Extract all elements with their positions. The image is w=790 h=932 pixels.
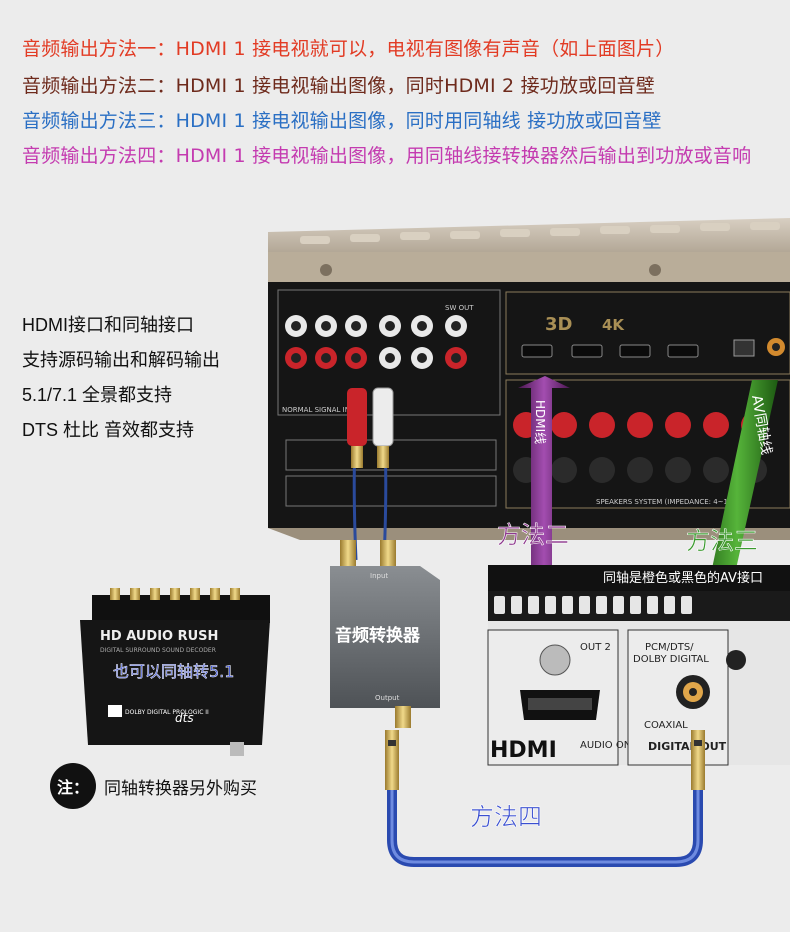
dts-logo: dts (175, 711, 194, 725)
dolby-label: DOLBY DIGITAL (633, 654, 709, 665)
method-2-text: 音频输出方法二：HDMI 1 接电视输出图像，同时HDMI 2 接功放或回音壁 (22, 75, 655, 97)
method-3-text: 音频输出方法三：HDMI 1 接电视输出图像，同时用同轴线 接功放或回音壁 (22, 110, 662, 132)
feature-item: 5.1/7.1 全景都支持 (22, 385, 173, 405)
surround-decoder: HD AUDIO RUSH DIGITAL SURROUND SOUND DEC… (80, 588, 270, 756)
4k-label: 4K (602, 316, 625, 334)
feature-item: HDMI接口和同轴接口 (22, 315, 194, 335)
method-1-text: 音频输出方法一：HDMI 1 接电视就可以，电视有图像有声音（如上面图片） (22, 38, 675, 60)
digital-out-label: DIGITAL OUT (648, 740, 727, 753)
purchase-note: 注： 同轴转换器另外购买 (50, 763, 257, 809)
feature-list: HDMI接口和同轴接口 支持源码输出和解码输出 5.1/7.1 全景都支持 DT… (22, 308, 220, 448)
method-4-text: 音频输出方法四：HDMI 1 接电视输出图像，用同轴线接转换器然后输出到功放或音… (22, 145, 752, 167)
3d-label: 3D (545, 314, 572, 335)
svg-text:NORMAL SIGNAL IN: NORMAL SIGNAL IN (282, 406, 350, 414)
audio-converter: Input 音频转换器 Output (330, 540, 440, 728)
decoder-subtitle: DIGITAL SURROUND SOUND DECODER (100, 647, 216, 654)
rca-cable (347, 387, 394, 561)
output-label: Output (375, 694, 400, 702)
method-2-label: 方法二 (497, 521, 569, 549)
coax-note: 同轴是橙色或黑色的AV接口 (603, 570, 763, 586)
method-3-label: 方法三 (686, 527, 758, 555)
feature-item: 支持源码输出和解码输出 (22, 350, 220, 370)
hdmi-logo: HDMI (490, 738, 557, 763)
coax-cable (385, 730, 705, 867)
note-text: 同轴转换器另外购买 (104, 778, 257, 798)
av-receiver: SW OUT NORMAL SIGNAL IN 3D 4K SPEAKERS S… (268, 218, 790, 540)
method-4-label: 方法四 (470, 803, 542, 831)
coaxial-label: COAXIAL (644, 720, 688, 731)
audio-only-label: AUDIO ONLY (580, 740, 642, 751)
note-badge: 注： (50, 763, 96, 809)
hdmi-cable-label: HDMI线 (533, 400, 547, 444)
pcm-label: PCM/DTS/ (645, 642, 694, 653)
speakers-label: SPEAKERS SYSTEM (IMPEDANCE: 4~16Ω) (596, 498, 741, 506)
out2-label: OUT 2 (580, 642, 611, 653)
decoder-overlay: 也可以同轴转5.1 (113, 662, 234, 681)
player-panel: 同轴是橙色或黑色的AV接口 OUT 2 HDMI AUDIO ONLY PCM/… (487, 565, 790, 766)
feature-item: DTS 杜比 音效都支持 (22, 420, 195, 440)
sw-out-label: SW OUT (445, 304, 474, 312)
dolby-logo: DOLBY DIGITAL PROLOGIC II (125, 709, 209, 716)
converter-label: 音频转换器 (335, 625, 421, 646)
input-label: Input (370, 572, 388, 580)
instructions-header: 音频输出方法一：HDMI 1 接电视就可以，电视有图像有声音（如上面图片） 音频… (0, 0, 790, 240)
decoder-title: HD AUDIO RUSH (100, 629, 218, 644)
